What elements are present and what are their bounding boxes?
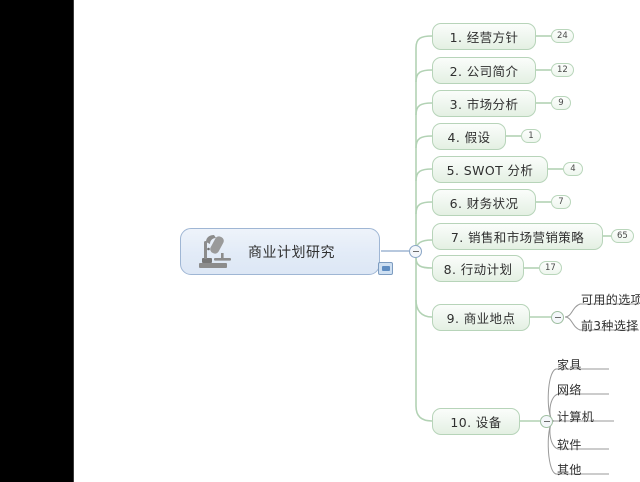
- count-badge-5[interactable]: 4: [563, 162, 583, 176]
- leaf-node-10-5[interactable]: 其他: [557, 463, 582, 477]
- branch-label-5: 5. SWOT 分析: [446, 163, 534, 178]
- branch-node-3[interactable]: 3. 市场分析: [432, 90, 536, 117]
- microscope-icon: [190, 230, 240, 274]
- branch-node-7[interactable]: 7. 销售和市场营销策略: [432, 223, 603, 250]
- count-value-6: 7: [558, 196, 564, 207]
- leaf-node-10-1[interactable]: 家具: [557, 358, 582, 372]
- leaf-node-9-1[interactable]: 可用的选项: [581, 293, 640, 307]
- leaf-node-10-4[interactable]: 软件: [557, 438, 582, 452]
- count-value-7: 65: [617, 230, 628, 241]
- count-value-3: 9: [558, 97, 564, 108]
- count-value-2: 12: [557, 64, 568, 75]
- branch-label-7: 7. 销售和市场营销策略: [450, 230, 585, 245]
- central-node[interactable]: 商业计划研究: [180, 228, 380, 275]
- branch-label-9: 9. 商业地点: [446, 311, 516, 326]
- count-badge-3[interactable]: 9: [551, 96, 571, 110]
- branch-node-5[interactable]: 5. SWOT 分析: [432, 156, 548, 183]
- branch-label-10: 10. 设备: [450, 415, 502, 430]
- count-value-5: 4: [570, 163, 576, 174]
- collapse-toggle-branch-9[interactable]: [551, 311, 564, 324]
- left-gutter: [0, 0, 73, 482]
- count-value-1: 24: [557, 30, 568, 41]
- note-badge-icon[interactable]: [378, 262, 393, 275]
- branch-node-4[interactable]: 4. 假设: [432, 123, 506, 150]
- branch-node-10[interactable]: 10. 设备: [432, 408, 520, 435]
- branch-label-3: 3. 市场分析: [449, 97, 519, 112]
- count-badge-7[interactable]: 65: [611, 229, 634, 243]
- branch-label-4: 4. 假设: [447, 130, 491, 145]
- leaf-node-10-2[interactable]: 网络: [557, 383, 582, 397]
- branch-label-6: 6. 财务状况: [449, 196, 519, 211]
- branch-node-2[interactable]: 2. 公司简介: [432, 57, 536, 84]
- count-value-8: 17: [545, 262, 556, 273]
- collapse-toggle-branch-10[interactable]: [540, 415, 553, 428]
- leaf-node-9-2[interactable]: 前3种选择: [581, 319, 639, 333]
- leaf-node-10-3[interactable]: 计算机: [557, 410, 595, 424]
- gutter-edge: [73, 0, 74, 482]
- count-value-4: 1: [528, 130, 534, 141]
- branch-node-6[interactable]: 6. 财务状况: [432, 189, 536, 216]
- branch-label-2: 2. 公司简介: [449, 64, 519, 79]
- branch-node-8[interactable]: 8. 行动计划: [432, 255, 524, 282]
- count-badge-1[interactable]: 24: [551, 29, 574, 43]
- branch-node-1[interactable]: 1. 经营方针: [432, 23, 536, 50]
- branch-label-1: 1. 经营方针: [449, 30, 519, 45]
- count-badge-4[interactable]: 1: [521, 129, 541, 143]
- count-badge-6[interactable]: 7: [551, 195, 571, 209]
- branch-node-9[interactable]: 9. 商业地点: [432, 304, 530, 331]
- count-badge-8[interactable]: 17: [539, 261, 562, 275]
- count-badge-2[interactable]: 12: [551, 63, 574, 77]
- central-title: 商业计划研究: [248, 244, 335, 261]
- branch-label-8: 8. 行动计划: [443, 262, 513, 277]
- central-collapse-toggle[interactable]: [409, 245, 422, 258]
